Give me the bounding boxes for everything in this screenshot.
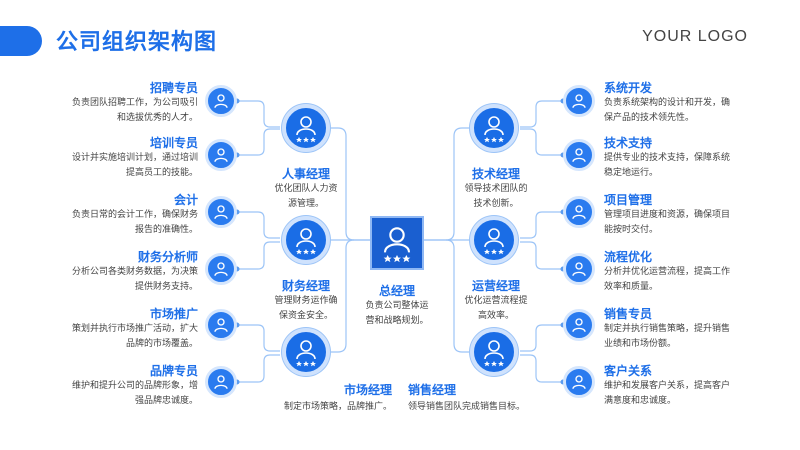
left-role-brand: 品牌专员 维护和提升公司的品牌形象，增 强品牌忠诚度。 xyxy=(44,362,198,409)
role-desc-line1: 分析并优化运营流程，提高工作 xyxy=(604,267,731,277)
role-desc-line2: 和选拔优秀的人才。 xyxy=(116,113,198,123)
person-icon xyxy=(205,196,237,228)
ceo-desc-line1: 负责公司整体运 xyxy=(365,301,429,311)
role-desc-line1: 策划并执行市场推广活动，扩大 xyxy=(71,324,198,334)
manager-desc-line2: 保资金安全。 xyxy=(278,311,333,321)
manager-desc: 领导销售团队完成销售目标。 xyxy=(408,402,526,412)
role-title: 系统开发 xyxy=(604,81,653,95)
manager-marketing: 市场经理 制定市场策略，品牌推广。 xyxy=(250,381,392,415)
manager-title: 技术经理 xyxy=(471,167,520,181)
manager-desc: 制定市场策略，品牌推广。 xyxy=(283,402,392,412)
role-title: 销售专员 xyxy=(604,307,653,321)
role-title: 市场推广 xyxy=(149,307,198,321)
manager-desc-line1: 领导技术团队的 xyxy=(464,184,528,194)
role-desc-line2: 效率和质量。 xyxy=(604,282,659,292)
role-title: 流程优化 xyxy=(604,250,653,264)
role-desc-line1: 维护和发展客户关系，提高客户 xyxy=(604,381,731,391)
page-title: 公司组织架构图 xyxy=(56,30,218,55)
ceo-stars-icon xyxy=(383,227,411,263)
ceo-text-block: 总经理 负责公司整体运 营和战略规划。 xyxy=(352,282,442,329)
manager-title: 市场经理 xyxy=(343,383,392,397)
role-desc-line1: 负责团队招聘工作，为公司吸引 xyxy=(71,98,198,108)
manager-title: 销售经理 xyxy=(408,383,457,397)
person-icon xyxy=(563,139,595,171)
left-role-marketing: 市场推广 策划并执行市场推广活动，扩大 品牌的市场覆盖。 xyxy=(44,305,198,352)
right-role-process: 流程优化 分析并优化运营流程，提高工作 效率和质量。 xyxy=(604,248,760,295)
role-desc-line1: 制定并执行销售策略，提升销售 xyxy=(604,324,731,334)
right-role-customer: 客户关系 维护和发展客户关系，提高客户 满意度和忠诚度。 xyxy=(604,362,760,409)
manager-desc-line2: 技术创新。 xyxy=(473,199,519,209)
manager-stars-icon xyxy=(282,216,330,264)
role-desc-line2: 保产品的技术领先性。 xyxy=(604,113,695,123)
role-desc-line2: 业绩和市场份额。 xyxy=(604,339,677,349)
manager-title: 人事经理 xyxy=(281,167,330,181)
manager-desc-line1: 管理财务运作确 xyxy=(274,296,338,306)
left-role-analyst: 财务分析师 分析公司各类财务数据，为决策 提供财务支持。 xyxy=(44,248,198,295)
role-desc-line1: 负责日常的会计工作，确保财务 xyxy=(71,210,198,220)
role-desc-line1: 设计并实施培训计划，通过培训 xyxy=(71,153,198,163)
person-icon xyxy=(205,253,237,285)
left-role-recruiter: 招聘专员 负责团队招聘工作，为公司吸引 和选拔优秀的人才。 xyxy=(44,79,198,126)
role-desc-line1: 提供专业的技术支持，保障系统 xyxy=(604,153,731,163)
ceo-title: 总经理 xyxy=(378,284,415,298)
role-desc-line2: 品牌的市场覆盖。 xyxy=(125,339,198,349)
person-icon xyxy=(563,85,595,117)
right-role-sales: 销售专员 制定并执行销售策略，提升销售 业绩和市场份额。 xyxy=(604,305,760,352)
person-icon xyxy=(205,309,237,341)
role-title: 招聘专员 xyxy=(149,81,198,95)
role-desc-line2: 稳定地运行。 xyxy=(604,168,659,178)
role-desc-line1: 维护和提升公司的品牌形象，增 xyxy=(71,381,198,391)
manager-desc-line2: 源管理。 xyxy=(287,199,324,209)
person-icon xyxy=(563,366,595,398)
manager-title: 财务经理 xyxy=(281,279,330,293)
role-desc-line2: 提供财务支持。 xyxy=(134,282,198,292)
manager-desc-line1: 优化运营流程提 xyxy=(464,296,528,306)
right-role-support: 技术支持 提供专业的技术支持，保障系统 稳定地运行。 xyxy=(604,134,760,181)
manager-tech: 技术经理 领导技术团队的 技术创新。 xyxy=(452,165,540,212)
manager-finance: 财务经理 管理财务运作确 保资金安全。 xyxy=(262,277,350,324)
person-icon xyxy=(563,309,595,341)
logo: YOUR LOGO xyxy=(642,28,748,45)
manager-stars-icon xyxy=(282,328,330,376)
manager-title: 运营经理 xyxy=(471,279,520,293)
role-title: 会计 xyxy=(173,193,198,207)
role-desc-line1: 负责系统架构的设计和开发，确 xyxy=(604,98,731,108)
right-role-dev: 系统开发 负责系统架构的设计和开发，确 保产品的技术领先性。 xyxy=(604,79,760,126)
left-role-accountant: 会计 负责日常的会计工作，确保财务 报告的准确性。 xyxy=(44,191,198,238)
role-title: 财务分析师 xyxy=(137,250,198,264)
role-desc-line2: 能按时交付。 xyxy=(604,225,659,235)
person-icon xyxy=(205,139,237,171)
manager-stars-icon xyxy=(470,328,518,376)
role-title: 培训专员 xyxy=(149,136,198,150)
manager-desc-line1: 优化团队人力资 xyxy=(274,184,338,194)
left-role-trainer: 培训专员 设计并实施培训计划，通过培训 提高员工的技能。 xyxy=(44,134,198,181)
role-desc-line2: 提高员工的技能。 xyxy=(125,168,198,178)
ceo-desc-line2: 营和战略规划。 xyxy=(365,316,429,326)
manager-desc-line2: 高效率。 xyxy=(477,311,514,321)
person-icon xyxy=(205,366,237,398)
role-desc-line2: 报告的准确性。 xyxy=(134,225,198,235)
person-icon xyxy=(563,253,595,285)
manager-sales: 销售经理 领导销售团队完成销售目标。 xyxy=(408,381,558,415)
right-role-pm: 项目管理 管理项目进度和资源，确保项目 能按时交付。 xyxy=(604,191,760,238)
ceo-node xyxy=(370,216,424,270)
manager-ops: 运营经理 优化运营流程提 高效率。 xyxy=(452,277,540,324)
role-desc-line2: 满意度和忠诚度。 xyxy=(604,396,677,406)
role-desc-line2: 强品牌忠诚度。 xyxy=(134,396,198,406)
title-accent-bar xyxy=(0,26,42,56)
person-icon xyxy=(205,85,237,117)
role-title: 项目管理 xyxy=(604,193,653,207)
role-desc-line1: 分析公司各类财务数据，为决策 xyxy=(71,267,198,277)
manager-hr: 人事经理 优化团队人力资 源管理。 xyxy=(262,165,350,212)
role-title: 技术支持 xyxy=(604,136,653,150)
manager-stars-icon xyxy=(470,104,518,152)
role-desc-line1: 管理项目进度和资源，确保项目 xyxy=(604,210,731,220)
manager-stars-icon xyxy=(470,216,518,264)
role-title: 品牌专员 xyxy=(149,364,198,378)
person-icon xyxy=(563,196,595,228)
manager-stars-icon xyxy=(282,104,330,152)
role-title: 客户关系 xyxy=(604,364,653,378)
